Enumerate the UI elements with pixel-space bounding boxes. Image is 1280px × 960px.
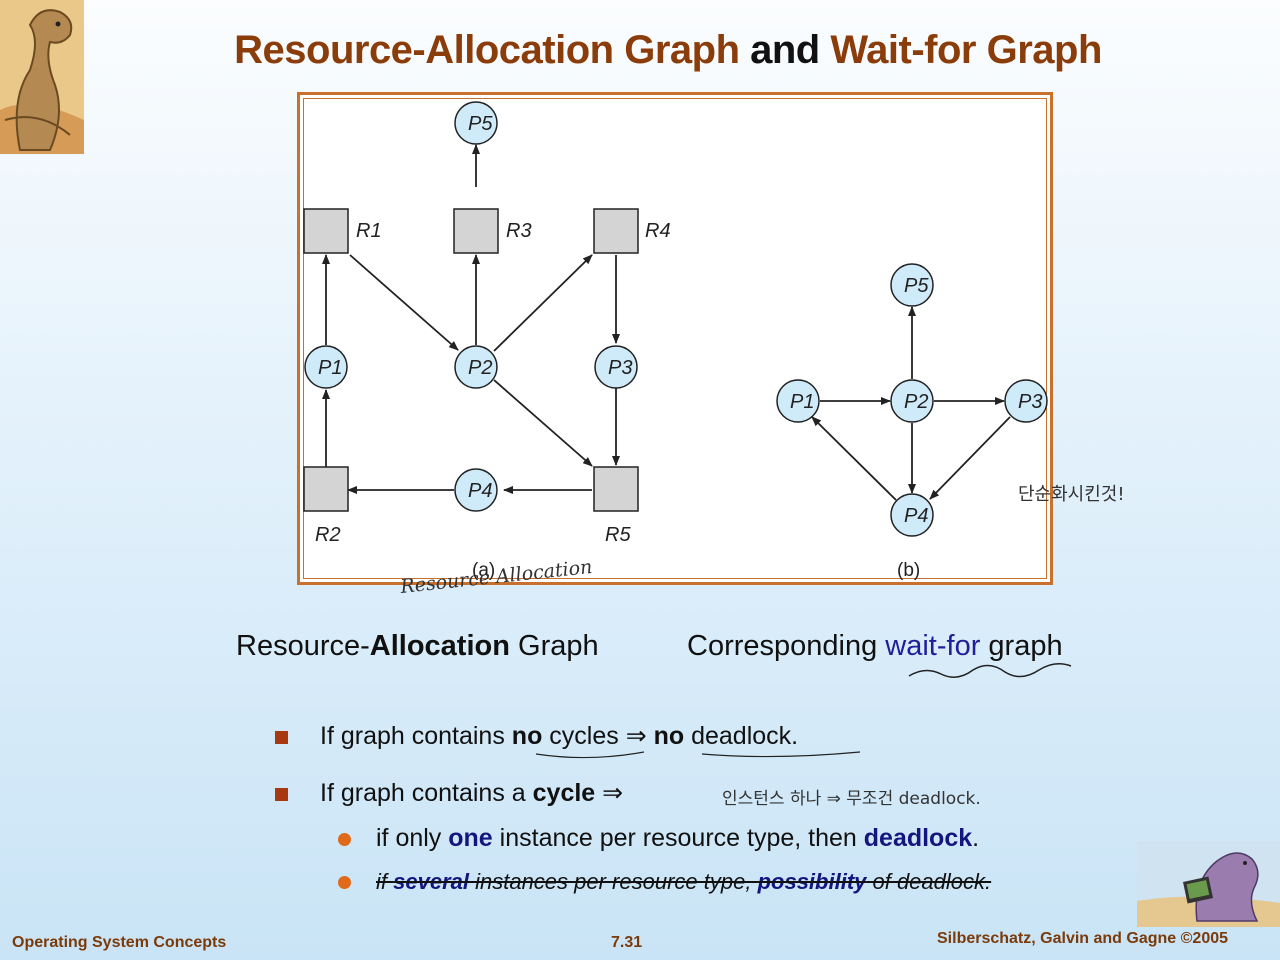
caption-left-bold: Allocation — [369, 630, 510, 662]
dinosaur-mascot-icon — [0, 0, 84, 154]
graph-a-processes — [304, 101, 638, 512]
resource-r5-node — [593, 466, 639, 512]
s1-text-c: instance per resource type, then — [492, 824, 864, 852]
label-p5-a: P5 — [468, 113, 493, 135]
s1-text-a: if only — [376, 824, 449, 852]
bullet-dot-2 — [338, 876, 351, 889]
footer-course-title: Operating System Concepts — [12, 934, 227, 951]
s2-text-e: of deadlock. — [866, 869, 992, 894]
resource-r2-node — [303, 466, 349, 512]
title-part-2: and — [750, 28, 820, 72]
handwritten-note-single-instance: 인스턴스 하나 ⇒ 무조건 deadlock. — [722, 789, 981, 809]
wait-for-p1-node — [776, 379, 820, 423]
label-p5-b: P5 — [904, 275, 929, 297]
s2-text-c: instances per resource type, — [468, 869, 758, 894]
graph-a-edges — [322, 144, 620, 494]
b1-text-e: deadlock. — [684, 722, 799, 750]
s2-text-b: several — [393, 869, 469, 894]
wait-for-p3-node — [1004, 379, 1048, 423]
caption-resource-allocation: Resource-Allocation Graph — [236, 630, 599, 663]
bullet-square-2 — [275, 788, 288, 801]
label-r2: R2 — [315, 524, 341, 546]
caption-right-pre: Corresponding — [687, 630, 886, 662]
s2-text-a: if — [376, 869, 394, 894]
wait-for-p4-node — [890, 493, 934, 537]
label-p4-a: P4 — [468, 480, 492, 502]
title-part-1: Resource-Allocation Graph — [234, 28, 740, 72]
s1-text-e: . — [972, 824, 980, 852]
label-p4-b: P4 — [904, 505, 928, 527]
b1-text-b: no — [511, 722, 543, 750]
caption-left-pre: Resource- — [236, 630, 370, 662]
handwritten-underline-squiggle — [908, 663, 1072, 678]
caption-right-blue: wait-for — [885, 630, 981, 662]
b2-text-a: If graph contains a — [320, 779, 533, 807]
b2-text-c: ⇒ — [595, 779, 624, 807]
caption-wait-for: Corresponding wait-for graph — [687, 630, 1063, 663]
graph-a-resources — [303, 208, 639, 512]
process-p1-node — [304, 345, 348, 389]
title-part-3: Wait-for Graph — [830, 28, 1102, 72]
label-r3: R3 — [506, 220, 532, 242]
graph-diagram: P5 P1 P2 P3 P4 R1 R3 R4 R2 R5 (a) — [303, 101, 1048, 581]
dinosaur-laptop-mascot-icon — [1137, 841, 1280, 927]
graph-b-edges — [811, 306, 1011, 501]
b1-text-a: If graph contains — [320, 722, 512, 750]
sub-bullet-one-instance: if only one instance per resource type, … — [376, 824, 979, 853]
sub-bullet-several-instances: if several instances per resource type, … — [376, 869, 991, 895]
label-p2-a: P2 — [468, 357, 492, 379]
wait-for-p5-node — [890, 263, 934, 307]
label-p1-a: P1 — [318, 357, 342, 379]
footer-copyright: Silberschatz, Galvin and Gagne ©2005 — [937, 930, 1229, 947]
bullet-square-1 — [275, 731, 288, 744]
label-r5: R5 — [605, 524, 631, 546]
caption-right-post: graph — [980, 630, 1063, 662]
graph-a-label: (a) — [472, 560, 495, 581]
bullet-dot-1 — [338, 833, 351, 846]
b1-text-d: no — [653, 722, 685, 750]
label-p3-b: P3 — [1018, 391, 1042, 413]
process-p2-node — [454, 345, 498, 389]
handwritten-underline-b1 — [535, 751, 861, 759]
bullet-cycle: If graph contains a cycle ⇒ — [320, 778, 623, 808]
s1-text-b: one — [448, 824, 493, 852]
s1-text-d: deadlock — [863, 824, 973, 852]
b1-text-c: cycles ⇒ — [542, 722, 654, 750]
graph-b-processes — [776, 263, 1048, 537]
resource-r4-node — [593, 208, 639, 254]
b2-text-b: cycle — [532, 779, 596, 807]
handwritten-note-simplified: 단순화시킨것! — [1018, 484, 1125, 505]
label-r1: R1 — [356, 220, 382, 242]
process-p3-node — [594, 345, 638, 389]
process-p5-node — [454, 101, 498, 145]
s2-text-d: possibility — [757, 869, 867, 894]
label-p1-b: P1 — [790, 391, 814, 413]
bullet-no-cycles: If graph contains no cycles ⇒ no deadloc… — [320, 721, 798, 751]
label-p3-a: P3 — [608, 357, 632, 379]
wait-for-p2-node — [890, 379, 934, 423]
graph-b-label: (b) — [897, 560, 920, 581]
resource-r3-node — [453, 208, 499, 254]
label-p2-b: P2 — [904, 391, 928, 413]
graph-figure: P5 P1 P2 P3 P4 R1 R3 R4 R2 R5 (a) — [297, 92, 1053, 585]
slide-title: Resource-Allocation Graph and Wait-for G… — [0, 28, 1280, 73]
label-r4: R4 — [645, 220, 671, 242]
process-p4-node — [454, 468, 498, 512]
footer-page-number: 7.31 — [611, 934, 643, 951]
caption-left-post: Graph — [509, 630, 599, 662]
resource-r1-node — [303, 208, 349, 254]
